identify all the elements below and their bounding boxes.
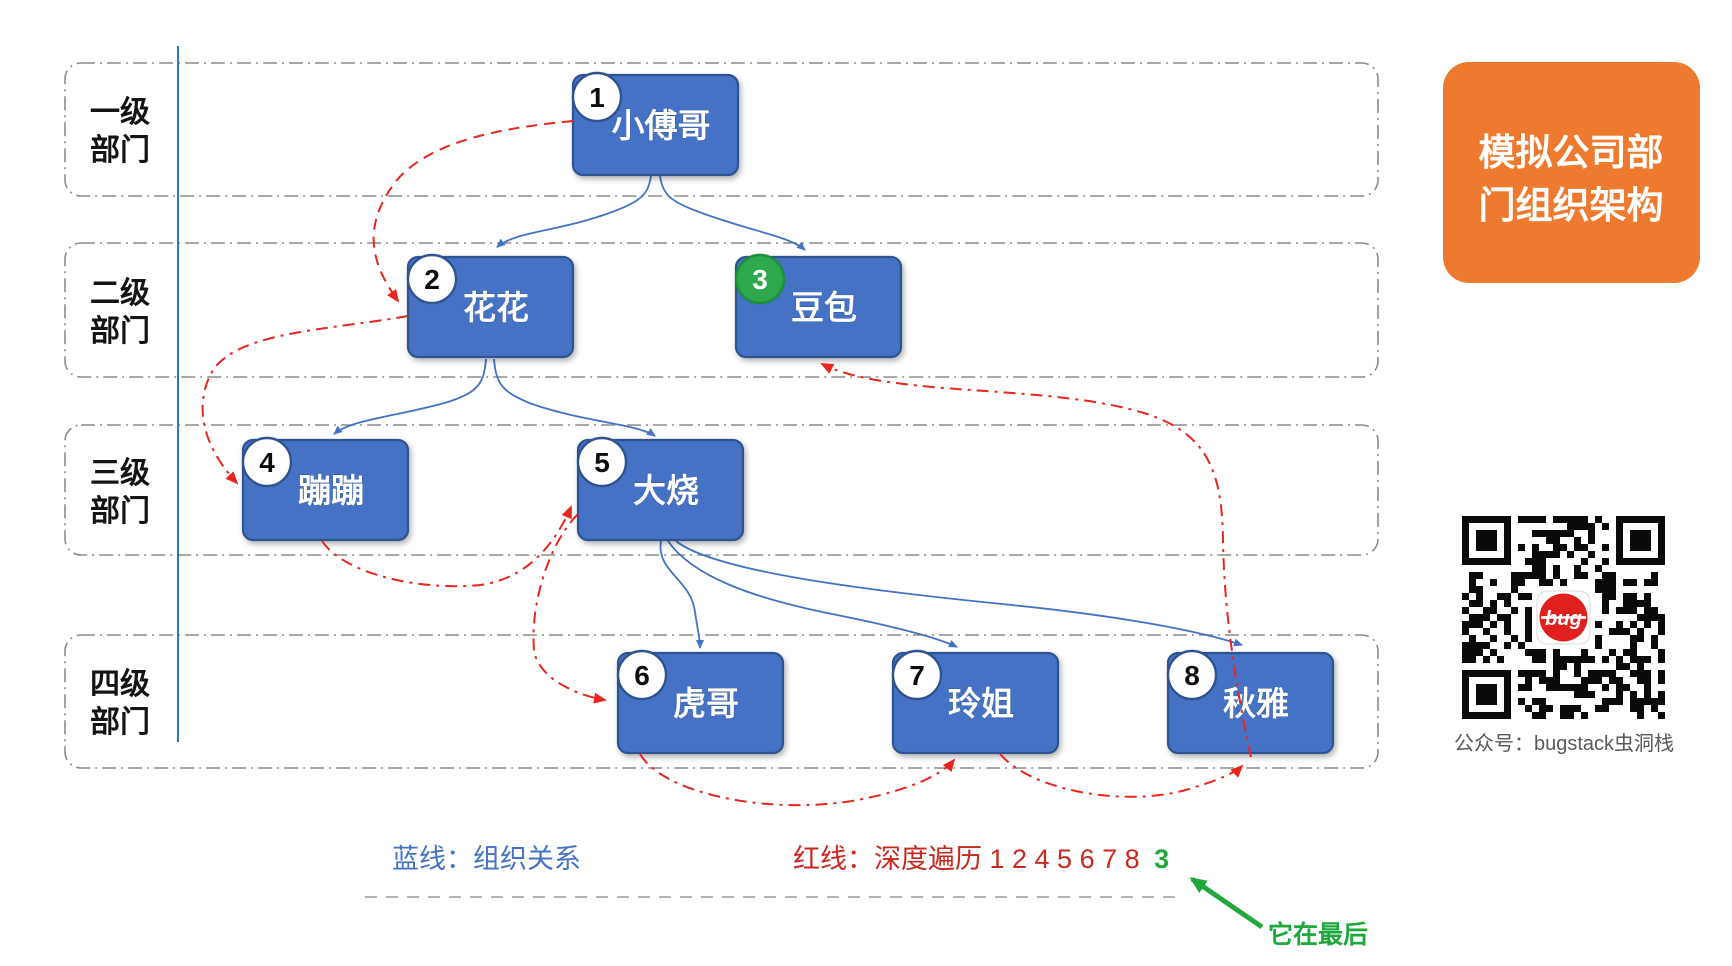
org-edge-5-6 <box>659 540 704 649</box>
svg-text:1: 1 <box>589 82 605 113</box>
svg-text:小傅哥: 小傅哥 <box>612 107 711 144</box>
svg-text:8: 8 <box>1184 660 1200 691</box>
green-annotation-arrow <box>1189 876 1264 930</box>
org-edge-5-8 <box>675 540 1243 647</box>
org-edge-1-3 <box>659 175 806 251</box>
org-edge-2-5 <box>493 358 656 437</box>
svg-text:bug: bug <box>1545 608 1582 630</box>
svg-text:一级: 一级 <box>90 96 150 129</box>
svg-text:四级: 四级 <box>90 668 150 701</box>
svg-text:蹦蹦: 蹦蹦 <box>298 472 364 509</box>
badge-6 <box>616 649 668 701</box>
org-nodes: 小傅哥 1 花花 2 豆包 3 蹦蹦 4 大烧 5 <box>241 71 1335 755</box>
band-label-level-2: 二级 部门 <box>90 277 150 348</box>
title-card-bg <box>1443 62 1700 283</box>
node-huahua: 花花 2 <box>406 253 575 359</box>
dfs-edges <box>201 120 1252 807</box>
node-bengbeng: 蹦蹦 4 <box>241 436 410 542</box>
band-label-level-1: 一级 部门 <box>90 96 150 167</box>
dfs-edge-4-5 <box>321 505 572 588</box>
svg-text:豆包: 豆包 <box>791 289 857 326</box>
green-annotation-text: 它在最后 <box>1268 920 1368 949</box>
org-edge-1-2 <box>496 175 652 248</box>
svg-text:部门: 部门 <box>90 314 150 348</box>
band-label-level-3: 三级 部门 <box>90 457 150 528</box>
svg-text:6: 6 <box>634 660 650 691</box>
qr-finder-top-left <box>1462 516 1511 565</box>
band-level-1 <box>64 62 1379 197</box>
dfs-edge-5-6 <box>532 513 607 704</box>
node-doubao: 豆包 3 <box>734 253 903 359</box>
node-qiuya: 秋雅 8 <box>1166 649 1335 755</box>
org-edge-5-7 <box>667 540 958 648</box>
level-bands: 一级 部门 二级 部门 三级 部门 四级 部门 <box>64 46 1379 769</box>
svg-text:二级: 二级 <box>90 277 150 310</box>
title-card-line-2: 门组织架构 <box>1479 185 1664 226</box>
band-level-4 <box>64 634 1379 769</box>
bug-logo: bug <box>1536 590 1591 645</box>
org-edge-2-4 <box>333 358 487 435</box>
legend-blue-label: 蓝线：组织关系 <box>392 844 581 874</box>
badge-8 <box>1166 649 1218 701</box>
dfs-edge-8-3 <box>820 363 1252 758</box>
node-dashao: 大烧 5 <box>576 436 745 542</box>
svg-text:花花: 花花 <box>463 289 529 326</box>
dfs-edge-6-7 <box>639 753 956 807</box>
svg-text:部门: 部门 <box>90 494 150 528</box>
node-xiaofuge: 小傅哥 1 <box>571 71 740 177</box>
svg-text:2: 2 <box>424 264 440 295</box>
qr-modules <box>1462 516 1665 719</box>
org-edges <box>333 175 1243 649</box>
svg-text:7: 7 <box>909 660 925 691</box>
svg-text:秋雅: 秋雅 <box>1223 685 1289 722</box>
dfs-edge-1-2 <box>372 120 574 303</box>
badge-1 <box>571 71 623 123</box>
title-card-line-1: 模拟公司部 <box>1479 132 1664 173</box>
dfs-edge-7-8 <box>999 753 1244 798</box>
badge-5 <box>576 436 628 488</box>
svg-text:玲姐: 玲姐 <box>948 685 1014 722</box>
svg-text:部门: 部门 <box>90 705 150 739</box>
svg-text:5: 5 <box>594 447 610 478</box>
legend-red-label: 红线：深度遍历 1 2 4 5 6 7 8 3 <box>793 844 1169 874</box>
svg-text:大烧: 大烧 <box>633 472 699 509</box>
qr-finder-top-right <box>1616 516 1665 565</box>
node-lingjie: 玲姐 7 <box>891 649 1060 755</box>
badge-4 <box>241 436 293 488</box>
node-huge: 虎哥 6 <box>616 649 785 755</box>
band-level-2 <box>64 242 1379 378</box>
band-label-level-4: 四级 部门 <box>90 668 150 739</box>
qr-caption: 公众号：bugstack虫洞栈 <box>1454 732 1674 755</box>
badge-2 <box>406 253 458 305</box>
svg-text:部门: 部门 <box>90 133 150 167</box>
band-level-3 <box>64 424 1379 556</box>
qr-finder-bottom-left <box>1462 670 1511 719</box>
qr-code: bug 公众号：bugstack虫洞栈 <box>1454 516 1674 755</box>
badge-3-green <box>734 253 786 305</box>
svg-text:4: 4 <box>259 447 275 478</box>
svg-text:三级: 三级 <box>90 457 150 490</box>
badge-7 <box>891 649 943 701</box>
svg-text:虎哥: 虎哥 <box>673 685 739 722</box>
legend: 蓝线：组织关系 红线：深度遍历 1 2 4 5 6 7 8 3 它在最后 <box>365 844 1368 949</box>
svg-text:3: 3 <box>752 264 768 295</box>
title-card: 模拟公司部 门组织架构 <box>1443 62 1700 283</box>
